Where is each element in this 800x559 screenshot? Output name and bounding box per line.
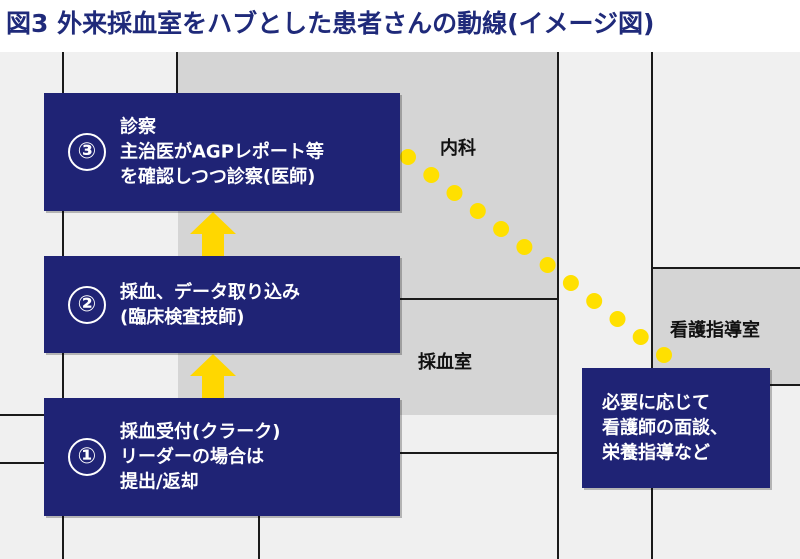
step-line: 採血、データ取り込み (120, 281, 300, 303)
step-number-1: ① (68, 438, 106, 476)
step-text: 採血受付(クラーク) リーダーの場合は 提出/返却 (120, 420, 280, 495)
step-line: 主治医がAGPレポート等 (120, 141, 324, 163)
path-dot (423, 167, 440, 183)
internal-medicine-label: 内科 (440, 138, 476, 159)
step-line: 採血受付(クラーク) (120, 421, 281, 443)
step-line: 診察 (120, 116, 156, 138)
path-dot (586, 293, 603, 309)
note-line: 必要に応じて (602, 392, 710, 414)
wall-line (652, 267, 800, 269)
nursing-note-box: 必要に応じて 看護師の面談、 栄養指導など (582, 368, 770, 488)
path-dot (539, 257, 556, 273)
wall-line (651, 52, 653, 559)
step-text: 採血、データ取り込み (臨床検査技師) (120, 280, 300, 330)
wall-line (557, 52, 559, 559)
path-dot (656, 347, 672, 363)
step-line: (臨床検査技師) (120, 306, 245, 328)
diagram-title: 図3 外来採血室をハブとした患者さんの動線(イメージ図) (6, 9, 655, 38)
step-text: 診察 主治医がAGPレポート等 を確認しつつ診察(医師) (120, 115, 324, 190)
step-3-consultation-box: ③ 診察 主治医がAGPレポート等 を確認しつつ診察(医師) (44, 93, 400, 211)
path-dot (609, 311, 626, 327)
arrow-up-icon (190, 212, 236, 256)
nursing-note-text: 必要に応じて 看護師の面談、 栄養指導など (602, 391, 728, 466)
path-dot (400, 149, 416, 165)
step-line: リーダーの場合は (120, 446, 264, 468)
path-dot (516, 239, 533, 255)
path-dot (493, 221, 510, 237)
step-line: を確認しつつ診察(医師) (120, 166, 316, 188)
path-dot (632, 329, 649, 345)
wall-line (176, 52, 178, 94)
arrow-up-icon (190, 354, 236, 398)
step-1-reception-box: ① 採血受付(クラーク) リーダーの場合は 提出/返却 (44, 398, 400, 516)
step-number-2: ② (68, 285, 106, 324)
blood-collection-label: 採血室 (418, 352, 472, 373)
step-2-blood-collection-box: ② 採血、データ取り込み (臨床検査技師) (44, 256, 400, 353)
wall-line (0, 462, 62, 464)
path-dot (562, 275, 579, 291)
nursing-guidance-label: 看護指導室 (670, 320, 760, 341)
note-line: 栄養指導など (602, 442, 710, 464)
wall-line (0, 414, 62, 416)
path-dot (446, 185, 463, 201)
step-line: 提出/返却 (120, 471, 199, 493)
wall-line (258, 514, 260, 559)
wall-line (400, 298, 558, 300)
note-line: 看護師の面談、 (602, 417, 728, 439)
step-number-3: ③ (68, 133, 106, 171)
nursing-guidance-room (652, 267, 800, 385)
wall-line (400, 452, 558, 454)
path-dot (469, 203, 486, 219)
